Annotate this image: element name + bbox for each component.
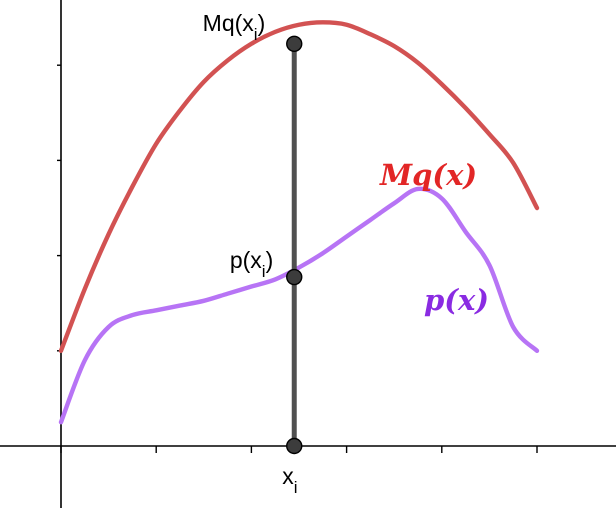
label-Mq-xi: Mq(xi) — [203, 10, 266, 44]
envelope-curve-label: Mq(x) — [379, 158, 477, 192]
point-Mq-xi — [286, 35, 303, 52]
target-curve-p — [58, 186, 540, 425]
point-xi — [286, 437, 303, 455]
label-p-xi: p(xi) — [230, 247, 273, 281]
target-curve-label: p(x) — [424, 283, 489, 317]
labels: Mq(xi) p(xi) xi Mq(x) p(x) — [203, 10, 489, 497]
marker-points — [286, 35, 303, 455]
label-xi: xi — [282, 463, 297, 497]
point-p-xi — [286, 268, 303, 286]
envelope-curve-Mq — [58, 20, 540, 353]
curves — [58, 20, 540, 425]
